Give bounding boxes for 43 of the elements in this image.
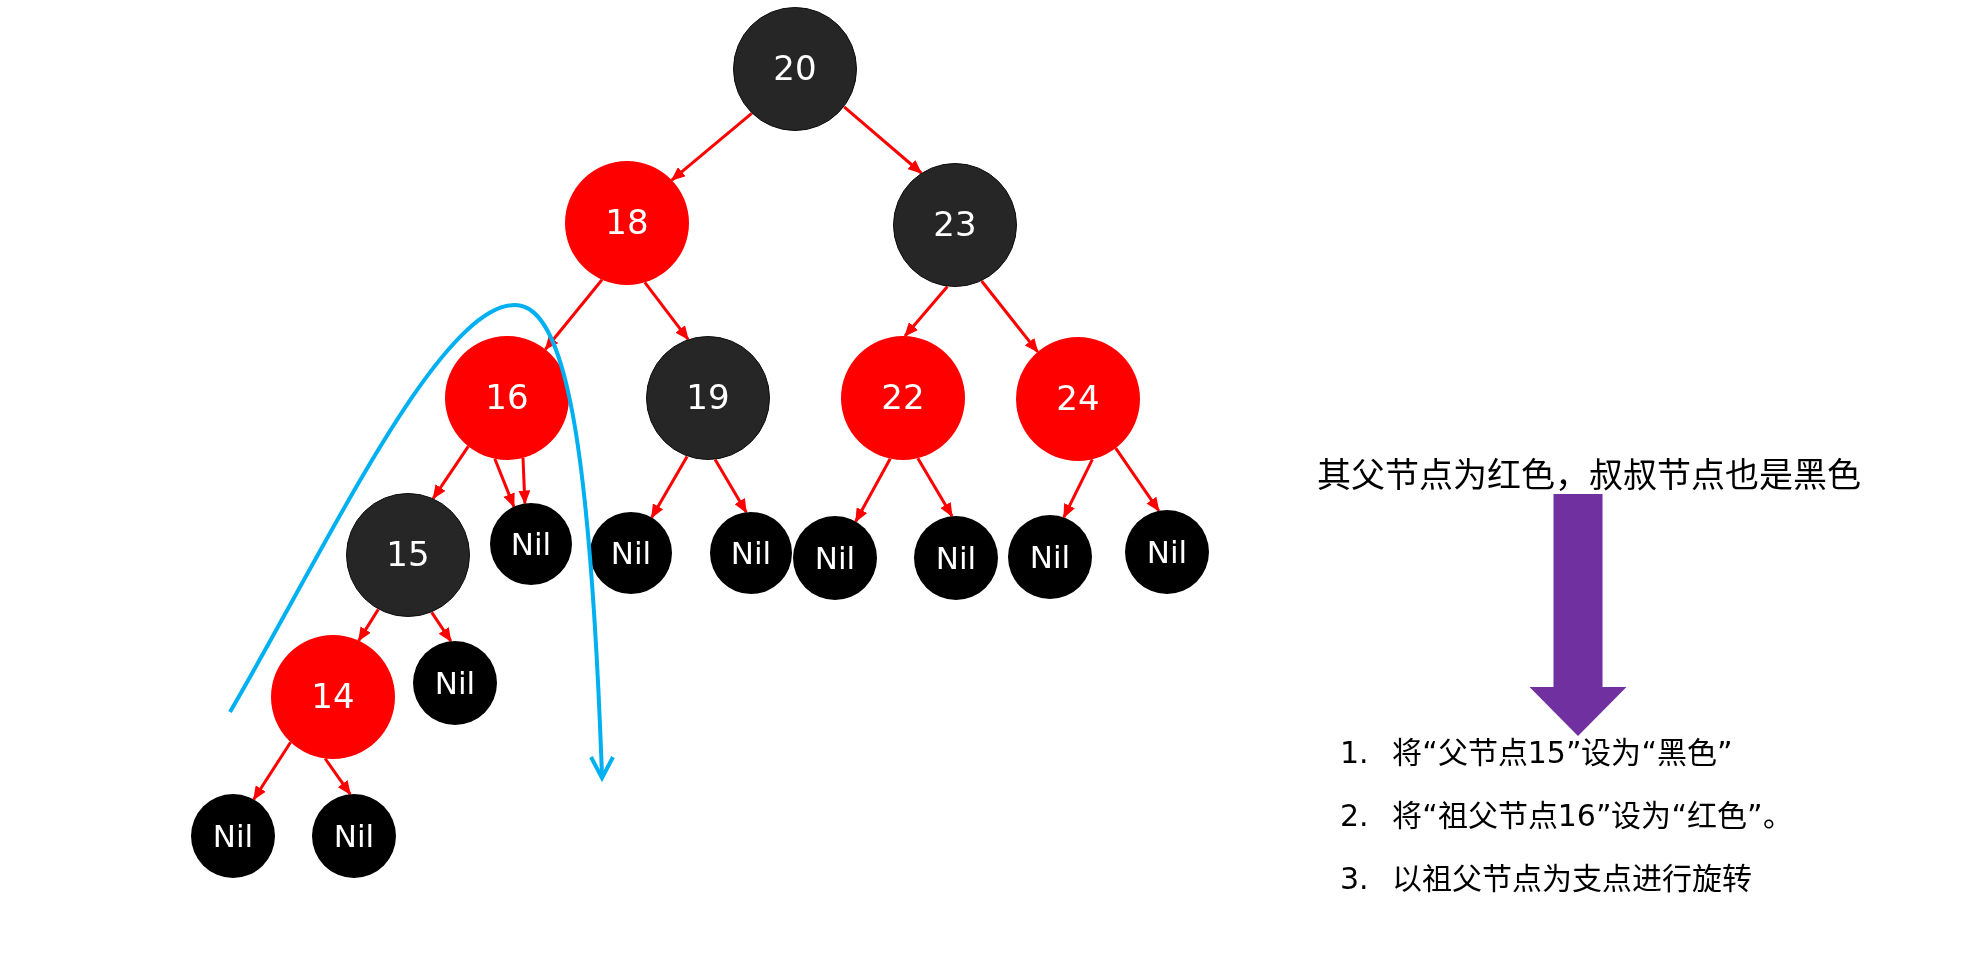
list-item: 3. 以祖父节点为支点进行旋转 (1340, 862, 1753, 896)
arrow (643, 281, 690, 341)
arrow (980, 280, 1039, 353)
arrow (1114, 447, 1161, 512)
node-value: 15 (386, 536, 430, 574)
list-item: 1. 将“父节点15”设为“黑色” (1340, 736, 1733, 770)
arrow (670, 112, 753, 182)
node-value: 14 (311, 678, 355, 716)
arrow (713, 458, 748, 514)
arrow (431, 445, 470, 500)
node-value: 23 (933, 206, 977, 244)
nil-label: Nil (730, 535, 772, 571)
arrow (843, 105, 923, 175)
nil-label: Nil (610, 535, 652, 571)
arrow (518, 457, 531, 505)
arrow (854, 457, 892, 523)
arrow (544, 278, 604, 351)
arrow (357, 608, 380, 642)
node-value: 20 (773, 50, 817, 88)
arrow (903, 285, 949, 337)
nil-label: Nil (1146, 534, 1188, 570)
nil-label: Nil (510, 526, 552, 562)
arrow (916, 457, 954, 518)
node-value: 16 (485, 379, 529, 417)
nil-label: Nil (434, 665, 476, 701)
arrow (252, 741, 292, 801)
arrow (493, 458, 516, 508)
node-value: 24 (1056, 380, 1100, 418)
nil-label: Nil (935, 540, 977, 576)
list-item: 2. 将“祖父节点16”设为“红色”。 (1340, 799, 1793, 833)
nil-label: Nil (212, 818, 254, 854)
node-value: 22 (881, 379, 925, 417)
nil-label: Nil (333, 818, 375, 854)
nil-label: Nil (814, 540, 856, 576)
nil-label: Nil (1029, 539, 1071, 575)
condition-text: 其父节点为红色，叔叔节点也是黑色 (1317, 456, 1861, 494)
node-value: 18 (605, 204, 649, 242)
arrow (650, 455, 689, 519)
arrow (323, 757, 352, 796)
node-value: 19 (686, 379, 730, 417)
arrow (430, 611, 453, 643)
arrow (1062, 458, 1094, 519)
block-arrow (1529, 494, 1627, 736)
